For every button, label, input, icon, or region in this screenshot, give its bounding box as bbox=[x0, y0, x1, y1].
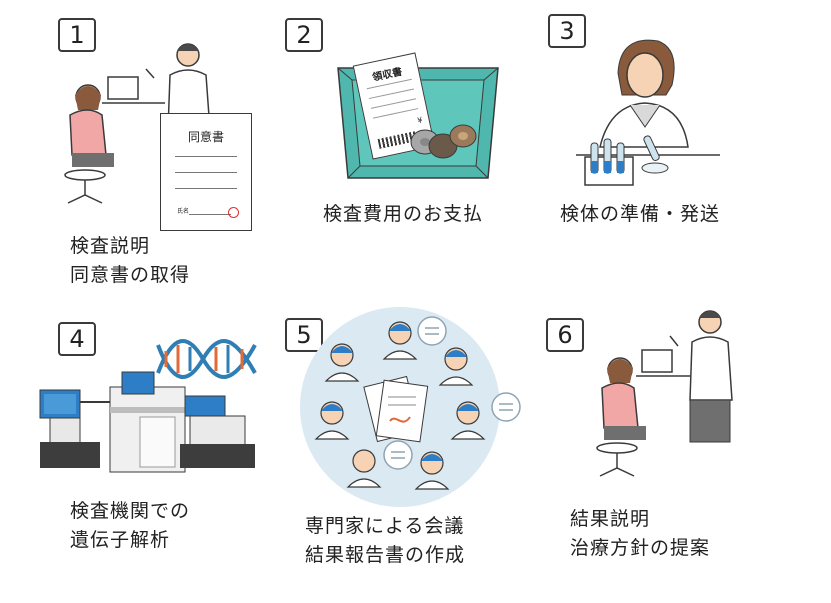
consultation-icon bbox=[596, 310, 733, 477]
petri-dish-icon bbox=[641, 162, 669, 174]
sign-label: 氏名 bbox=[177, 208, 190, 215]
speech-bubble-icon bbox=[383, 316, 521, 470]
step-caption-3: 検体の準備・発送 bbox=[560, 200, 720, 229]
caption-line: 検査機関での bbox=[70, 500, 191, 522]
researcher-icon bbox=[576, 39, 720, 156]
step-caption-6: 結果説明 治療方針の提案 bbox=[570, 505, 710, 563]
step-caption-4: 検査機関での 遺伝子解析 bbox=[70, 497, 190, 555]
caption-line: 検査説明 bbox=[70, 235, 151, 257]
caption-line: 結果説明 bbox=[570, 508, 651, 530]
caption-line: 検査費用のお支払 bbox=[323, 203, 484, 225]
expert-meeting-icon bbox=[300, 307, 521, 507]
step-caption-1: 検査説明 同意書の取得 bbox=[70, 232, 190, 290]
caption-line: 遺伝子解析 bbox=[70, 529, 171, 551]
step-caption-2: 検査費用のお支払 bbox=[323, 200, 483, 229]
step-number-1: 1 bbox=[58, 18, 96, 52]
step-number-3: 3 bbox=[548, 14, 586, 48]
step-number-2: 2 bbox=[285, 18, 323, 52]
dna-helix-icon bbox=[156, 339, 257, 379]
step-number-4: 4 bbox=[58, 322, 96, 356]
sequencer-icon bbox=[39, 371, 255, 473]
caption-line: 検体の準備・発送 bbox=[560, 203, 721, 225]
caption-line: 同意書の取得 bbox=[70, 264, 191, 286]
consent-form-title: 同意書 bbox=[187, 130, 224, 144]
caption-line: 結果報告書の作成 bbox=[305, 544, 466, 566]
caption-line: 専門家による会議 bbox=[305, 515, 465, 537]
step-number-6: 6 bbox=[546, 318, 584, 352]
test-tubes-icon bbox=[584, 135, 660, 186]
report-documents-icon bbox=[363, 375, 429, 443]
caption-line: 治療方針の提案 bbox=[570, 537, 711, 559]
coins-icon bbox=[410, 124, 477, 159]
consent-form-icon: 同意書 氏名 bbox=[160, 113, 252, 231]
step-number-5: 5 bbox=[285, 318, 323, 352]
step-caption-5: 専門家による会議 結果報告書の作成 bbox=[305, 512, 465, 570]
